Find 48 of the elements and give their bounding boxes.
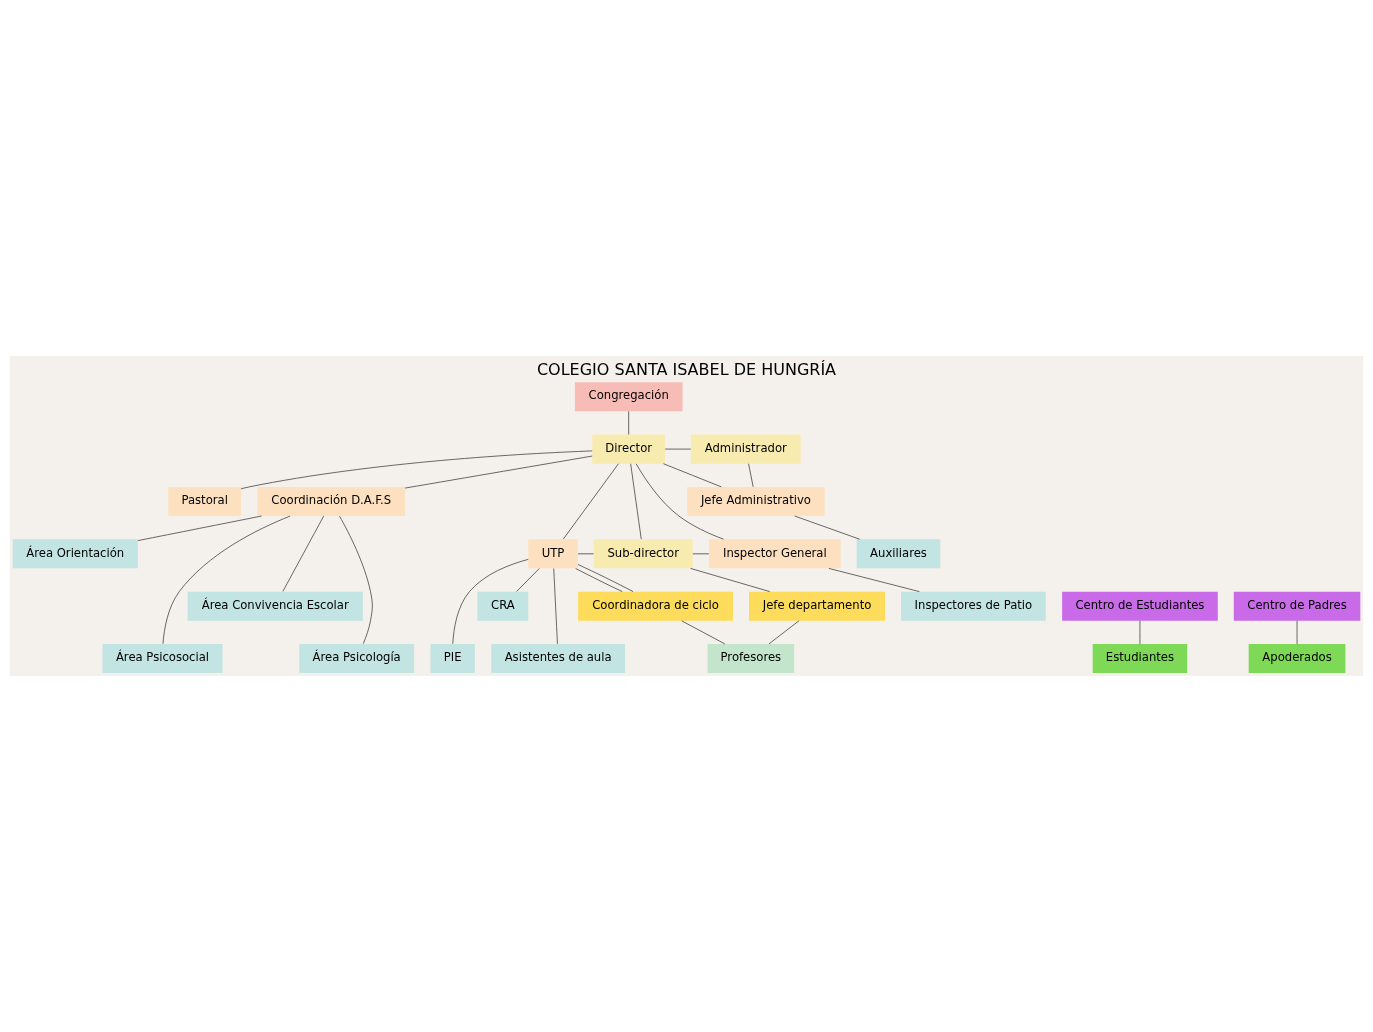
connector	[562, 463, 619, 540]
node-box: Jefe Administrativo	[687, 486, 825, 516]
node-box: Asistentes de aula	[491, 644, 626, 674]
node-box: Inspector General	[709, 539, 841, 569]
node-box: Estudiantes	[1092, 644, 1188, 674]
node-box: Administrador	[690, 434, 801, 464]
connector	[452, 559, 529, 645]
node-box: Área Psicosocial	[102, 644, 223, 674]
connector	[575, 568, 623, 592]
connector	[137, 515, 262, 541]
node-box: Coordinadora de ciclo	[578, 591, 734, 621]
connector	[240, 450, 593, 490]
node-box: Pastoral	[168, 486, 242, 516]
connector	[828, 568, 920, 592]
connector	[690, 568, 771, 592]
node-box: Centro de Padres	[1233, 591, 1361, 621]
node-box: Centro de Estudiantes	[1062, 591, 1218, 621]
connector	[516, 568, 540, 592]
connector	[748, 463, 754, 488]
connector	[282, 515, 325, 592]
connector	[794, 515, 861, 540]
connector	[628, 411, 630, 435]
node-box: Coordinación D.A.F.S	[257, 486, 406, 516]
node-box: Congregación	[574, 382, 683, 412]
connector	[635, 463, 724, 540]
node-box: Sub-director	[593, 539, 693, 569]
node-box: Director	[592, 434, 666, 464]
connector	[162, 515, 291, 645]
node-box: Área Orientación	[12, 539, 138, 569]
node-box: Inspectores de Patio	[901, 591, 1046, 621]
node-box: Profesores	[707, 644, 795, 674]
node-box: CRA	[477, 591, 529, 621]
diagram-title: COLEGIO SANTA ISABEL DE HUNGRÍA	[536, 359, 837, 379]
connector	[553, 568, 558, 645]
node-box: Auxiliares	[856, 539, 941, 569]
connector	[681, 620, 726, 645]
node-box: PIE	[430, 644, 475, 674]
connector	[768, 620, 800, 645]
node-box: Jefe departamento	[749, 591, 886, 621]
connector	[630, 463, 642, 540]
connector	[404, 455, 593, 489]
node-box: UTP	[528, 539, 578, 569]
connector	[339, 515, 373, 645]
connector	[663, 463, 722, 488]
node-box: Apoderados	[1248, 644, 1346, 674]
node-box: Área Psicología	[299, 644, 415, 674]
connector	[577, 564, 634, 592]
node-box: Área Convivencia Escolar	[187, 591, 363, 621]
